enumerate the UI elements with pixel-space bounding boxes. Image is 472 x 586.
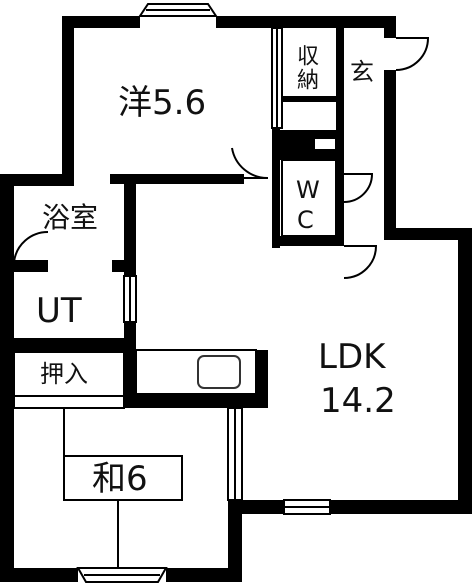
room-ldk-label: LDK [318,337,386,377]
wc-room-outline [281,159,337,237]
room-japanese-label: 和6 [92,459,148,499]
room-bath-label: 浴室 [42,201,99,234]
room-utility-label: UT [36,291,82,331]
sink-icon [197,355,241,389]
room-storage-label: 収納 [293,44,318,92]
room-ldk-size: 14.2 [320,381,396,421]
walls [0,16,472,582]
room-wc-label-top: W [296,176,320,204]
room-entrance-label: 玄 [350,58,374,86]
kitchen-counter [135,349,257,395]
windows [76,3,331,583]
partition-lines [13,27,337,568]
room-wc-label-bottom: C [297,206,314,234]
doors [12,37,430,279]
room-western-label: 洋5.6 [118,83,207,123]
room-closet-label: 押入 [40,360,88,388]
